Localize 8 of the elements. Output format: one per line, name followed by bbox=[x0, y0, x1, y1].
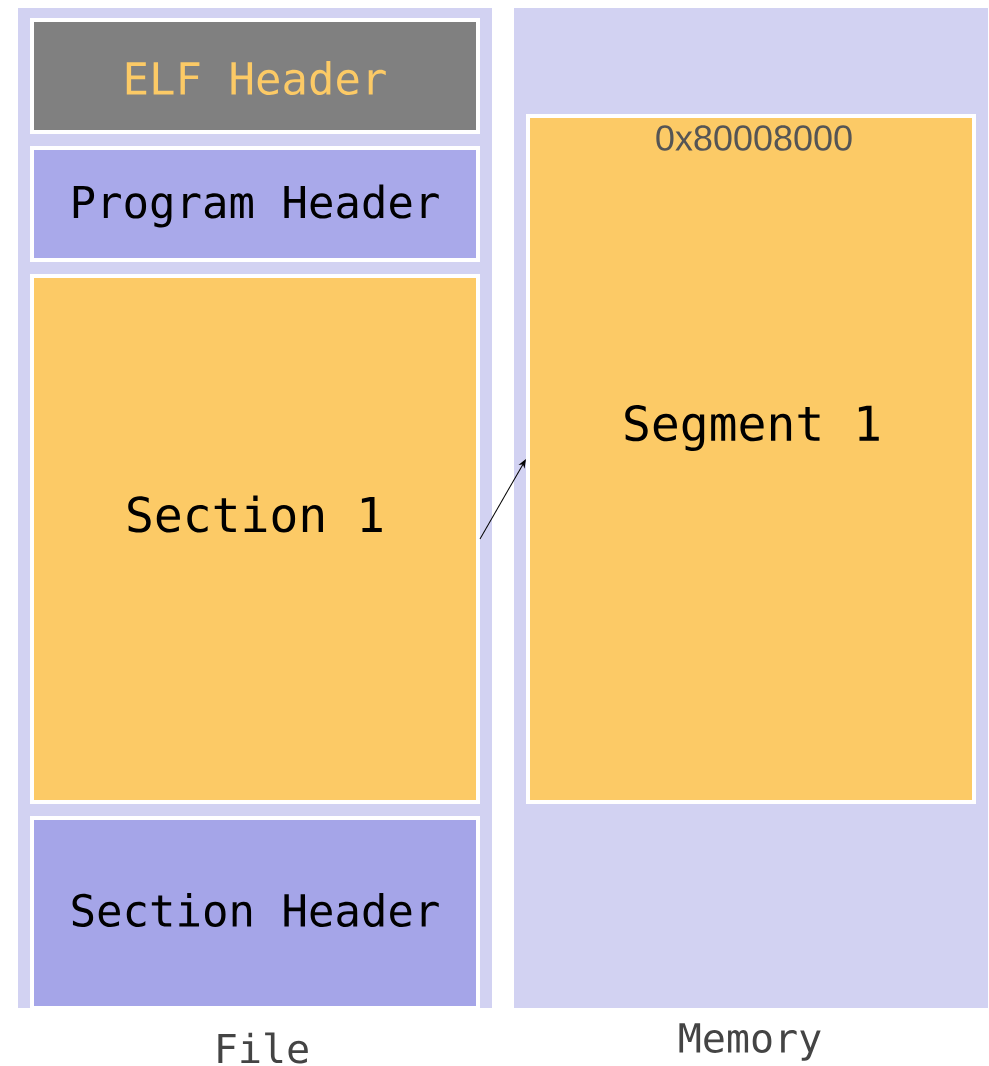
panel-caption: File bbox=[218, 1032, 308, 1064]
panel-caption: Memory bbox=[679, 1023, 821, 1061]
arrow bbox=[479, 459, 526, 540]
header-box: Section Header bbox=[30, 816, 480, 1010]
header-box: Program Header bbox=[30, 146, 480, 262]
header-box: ELF Header bbox=[30, 18, 480, 134]
section-box: Section 1 bbox=[30, 274, 480, 804]
segment-box: 0x80008000 Segment 1 bbox=[526, 114, 976, 804]
